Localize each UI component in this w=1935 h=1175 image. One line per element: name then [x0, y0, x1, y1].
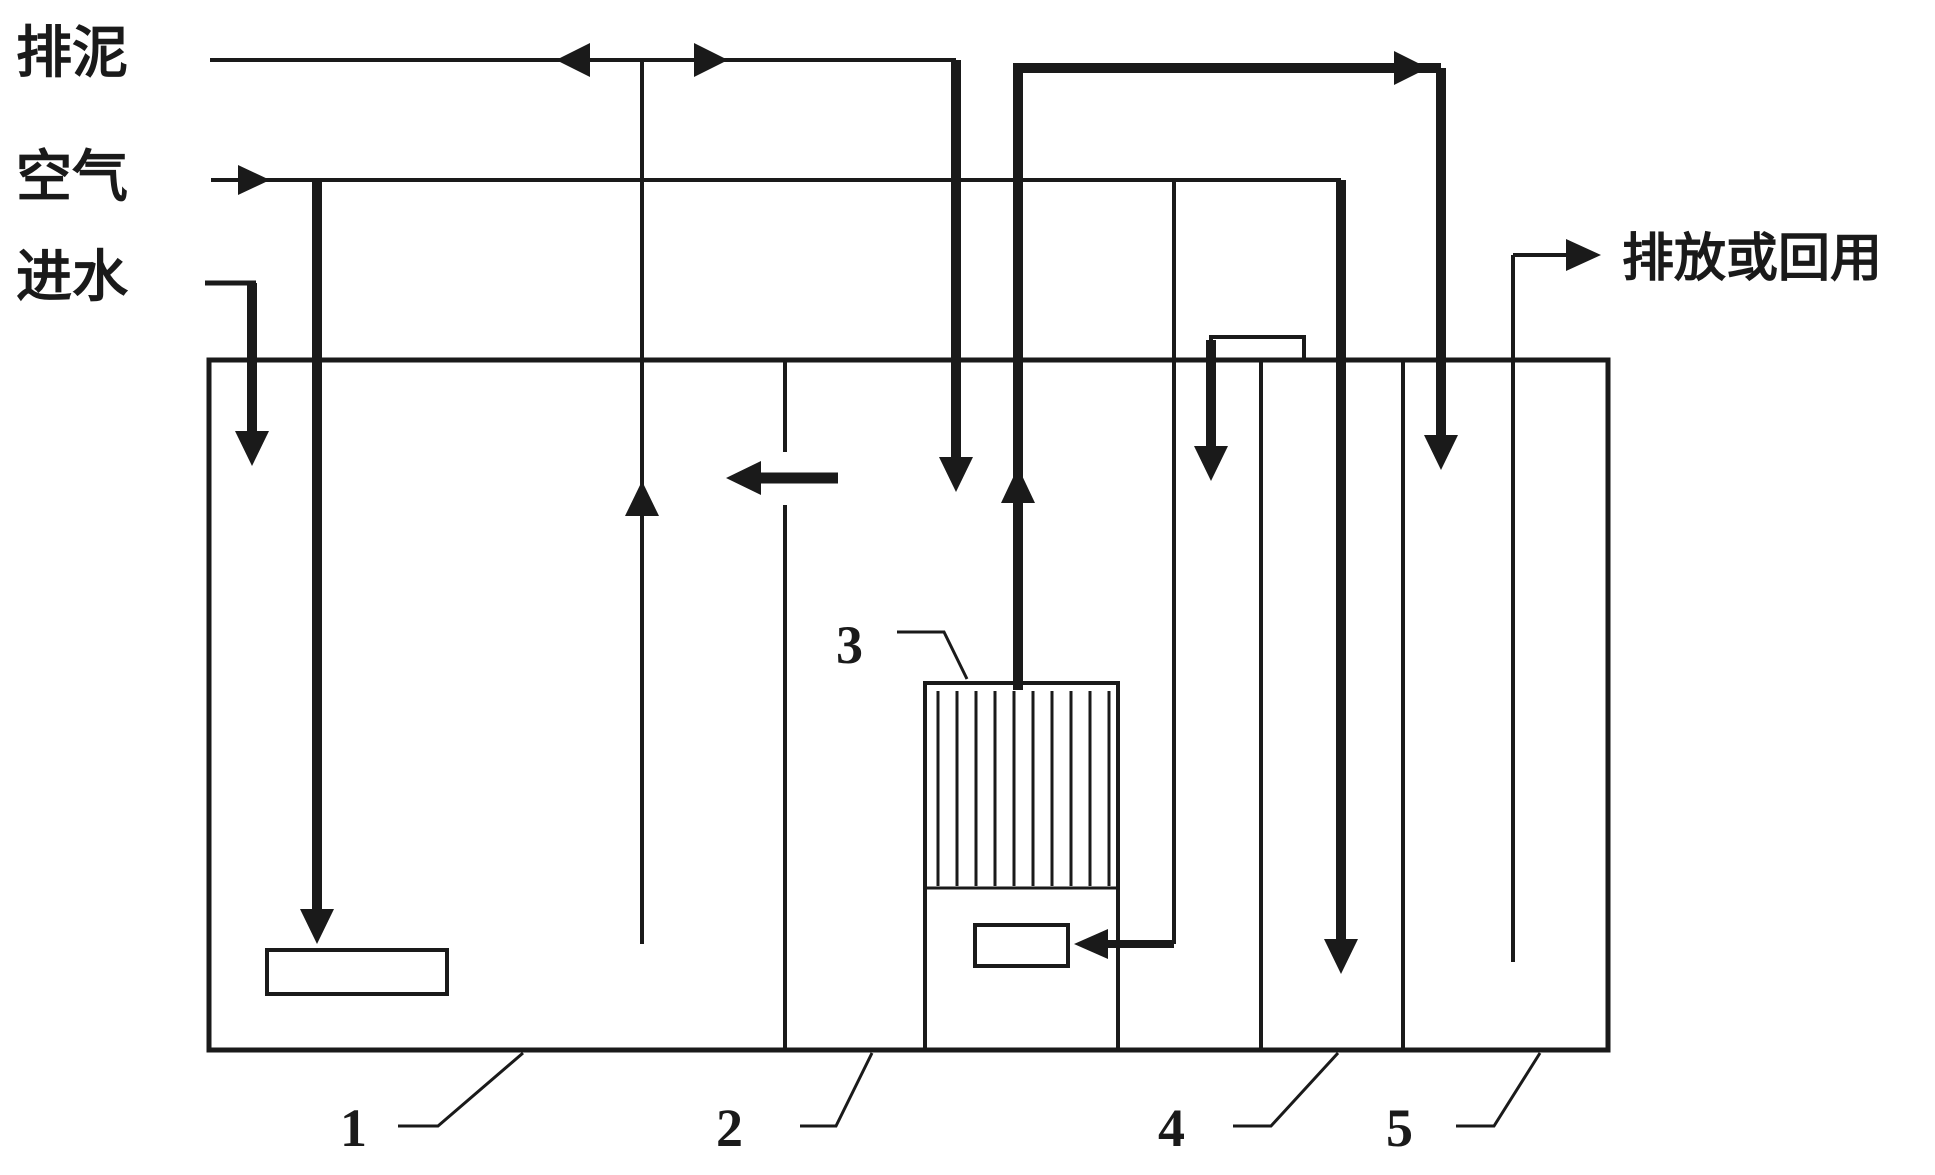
zone-4-label: 4 [1158, 1098, 1185, 1158]
zone-4-tick [1233, 1051, 1340, 1128]
permeate-drop-down-arrowhead [1424, 435, 1458, 470]
air-zone4-arrowhead [1324, 939, 1358, 974]
membrane-fibers-hatch [936, 691, 1111, 886]
zone-5-label: 5 [1386, 1098, 1413, 1158]
sludge-riser-up-arrowhead [625, 481, 659, 516]
permeate-right-arrowhead [1394, 51, 1428, 85]
effluent-label: 排放或回用 [1622, 229, 1882, 289]
air-diffuser-box [265, 948, 449, 996]
interzone-transfer-left-arrowhead [726, 461, 761, 495]
permeate-riser-up-arrowhead [1001, 467, 1035, 503]
air-label: 空气 [16, 145, 128, 210]
air-membrane-arrowhead [1074, 929, 1108, 959]
reactor-tank [206, 335, 1611, 1053]
zone-1-label: 1 [340, 1098, 367, 1158]
sludge-flow [210, 43, 973, 944]
sludge-return-down-arrowhead [939, 457, 973, 492]
zone-label-ticks [398, 630, 1542, 1128]
air-supply-flow [211, 165, 1358, 974]
interzone-transfer-flow [726, 461, 838, 495]
zone-3-label: 3 [836, 615, 863, 675]
zone-2-label: 2 [716, 1098, 743, 1158]
air-inlet-arrowhead [238, 165, 270, 195]
zone-1-tick [398, 1051, 524, 1128]
effluent-right-arrowhead [1566, 239, 1601, 271]
influent-label: 进水 [16, 245, 129, 310]
zone-3-tick [897, 630, 969, 680]
permeate-flow [1001, 51, 1458, 690]
tank-outline [206, 357, 1611, 1053]
sludge-discharge-label: 排泥 [16, 21, 128, 86]
effluent-flow [1511, 239, 1601, 962]
zone-5-tick [1456, 1052, 1542, 1128]
overflow-notch [1209, 335, 1306, 360]
zone4-transfer-down-arrowhead [1194, 446, 1228, 481]
influent-down-arrowhead [235, 431, 269, 466]
sludge-out-left-arrowhead [556, 43, 590, 77]
zone-2-tick [800, 1052, 874, 1128]
air-zone1-arrowhead [300, 909, 334, 944]
sludge-recycle-right-arrowhead [694, 43, 728, 77]
zone4-transfer-flow [1194, 340, 1228, 481]
membrane-module [923, 681, 1120, 1050]
influent-flow [205, 280, 269, 466]
membrane-aerator-box [973, 923, 1070, 968]
